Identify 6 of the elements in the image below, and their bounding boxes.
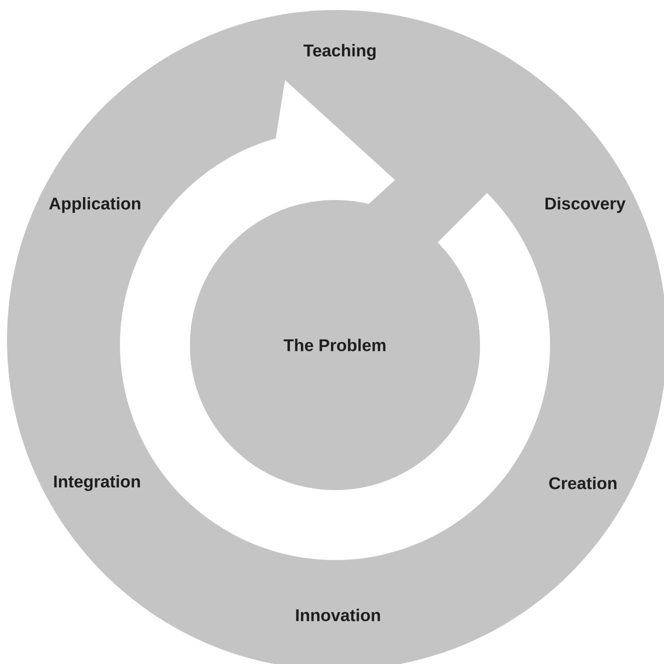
stage-label: Integration bbox=[54, 475, 140, 491]
stage-label: Innovation bbox=[296, 608, 380, 622]
stage-label: Teaching bbox=[304, 44, 376, 60]
stage-label: Application bbox=[49, 197, 140, 213]
stage-label: Creation bbox=[549, 476, 616, 490]
stage-label: Discovery bbox=[546, 197, 626, 213]
